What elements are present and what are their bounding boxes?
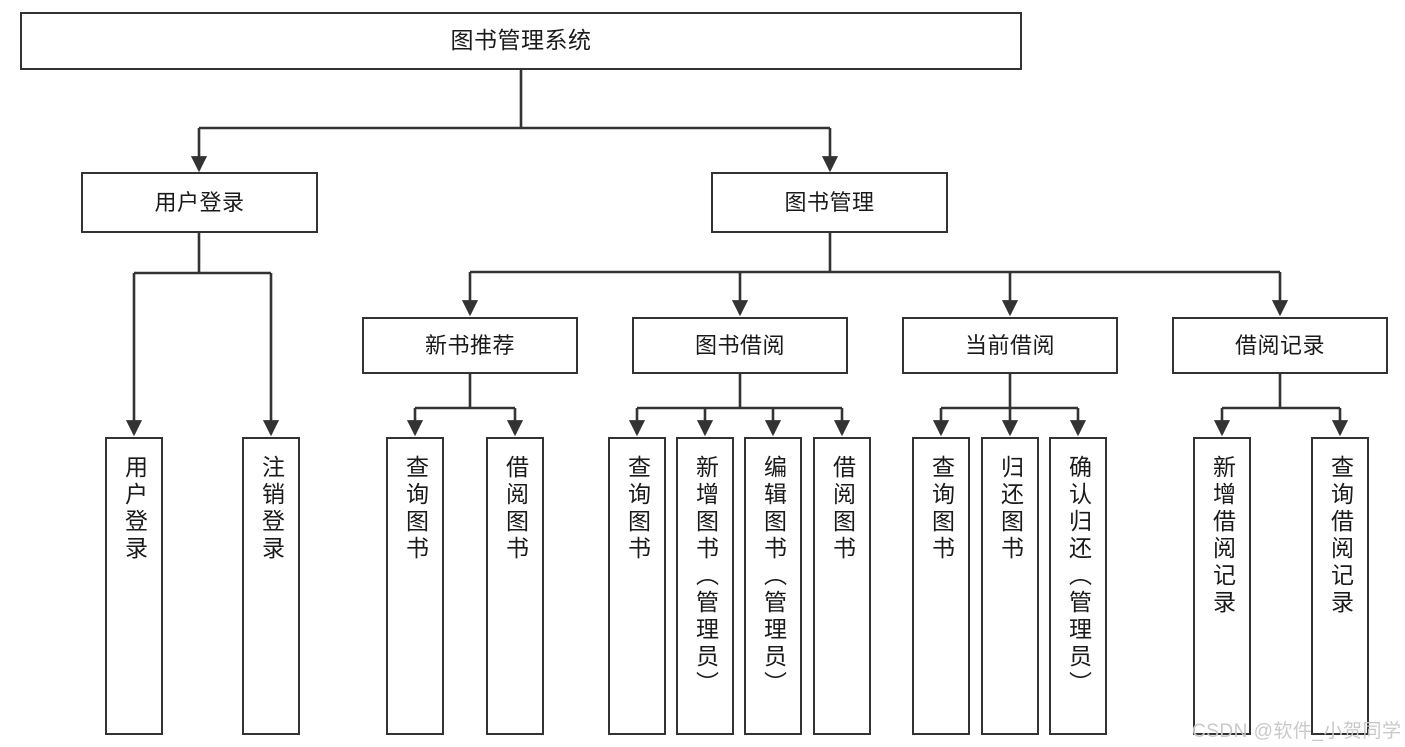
- node-leaf-add-borrow-record-label: 新增借阅记录: [1209, 455, 1236, 617]
- node-leaf-return-book[interactable]: 归还图书: [981, 437, 1039, 735]
- node-leaf-query-book-1[interactable]: 查询图书: [386, 437, 444, 735]
- node-leaf-query-book-2-label: 查询图书: [624, 455, 651, 563]
- node-new-book-recommend[interactable]: 新书推荐: [362, 317, 578, 374]
- node-leaf-user-login-label: 用户登录: [121, 455, 148, 563]
- node-user-login[interactable]: 用户登录: [81, 172, 318, 233]
- node-leaf-borrow-book-2-label: 借阅图书: [829, 455, 856, 563]
- node-leaf-query-borrow-record[interactable]: 查询借阅记录: [1311, 437, 1369, 735]
- node-leaf-borrow-book-1[interactable]: 借阅图书: [486, 437, 544, 735]
- node-leaf-confirm-return[interactable]: 确认归还（管理员）: [1049, 437, 1107, 735]
- node-user-login-label: 用户登录: [154, 189, 245, 215]
- node-leaf-query-borrow-record-label: 查询借阅记录: [1327, 455, 1354, 617]
- node-leaf-query-book-3-label: 查询图书: [928, 455, 955, 563]
- node-leaf-query-book-3[interactable]: 查询图书: [912, 437, 970, 735]
- node-root-label: 图书管理系统: [450, 27, 592, 54]
- node-leaf-edit-book-label: 编辑图书（管理员）: [760, 455, 787, 698]
- node-book-management-label: 图书管理: [784, 189, 875, 215]
- node-current-borrow[interactable]: 当前借阅: [902, 317, 1118, 374]
- node-leaf-user-logout[interactable]: 注销登录: [242, 437, 300, 735]
- node-borrow-record-label: 借阅记录: [1234, 332, 1325, 358]
- node-leaf-user-logout-label: 注销登录: [258, 455, 285, 563]
- node-leaf-add-book-label: 新增图书（管理员）: [692, 455, 719, 698]
- node-root-book-management-system[interactable]: 图书管理系统: [20, 12, 1022, 70]
- node-borrow-record[interactable]: 借阅记录: [1172, 317, 1388, 374]
- node-book-borrow[interactable]: 图书借阅: [632, 317, 848, 374]
- node-leaf-confirm-return-label: 确认归还（管理员）: [1065, 455, 1092, 698]
- node-leaf-add-book[interactable]: 新增图书（管理员）: [676, 437, 734, 735]
- node-leaf-query-book-1-label: 查询图书: [402, 455, 429, 563]
- node-book-management[interactable]: 图书管理: [711, 172, 948, 233]
- node-leaf-borrow-book-1-label: 借阅图书: [502, 455, 529, 563]
- node-leaf-add-borrow-record[interactable]: 新增借阅记录: [1193, 437, 1251, 735]
- node-leaf-user-login[interactable]: 用户登录: [105, 437, 163, 735]
- node-leaf-return-book-label: 归还图书: [997, 455, 1024, 563]
- node-current-borrow-label: 当前借阅: [964, 332, 1055, 358]
- node-new-book-recommend-label: 新书推荐: [424, 332, 515, 358]
- node-leaf-query-book-2[interactable]: 查询图书: [608, 437, 666, 735]
- csdn-watermark: CSDN @软件_小贺同学: [1192, 721, 1402, 742]
- node-book-borrow-label: 图书借阅: [694, 332, 785, 358]
- node-leaf-borrow-book-2[interactable]: 借阅图书: [813, 437, 871, 735]
- node-leaf-edit-book[interactable]: 编辑图书（管理员）: [744, 437, 802, 735]
